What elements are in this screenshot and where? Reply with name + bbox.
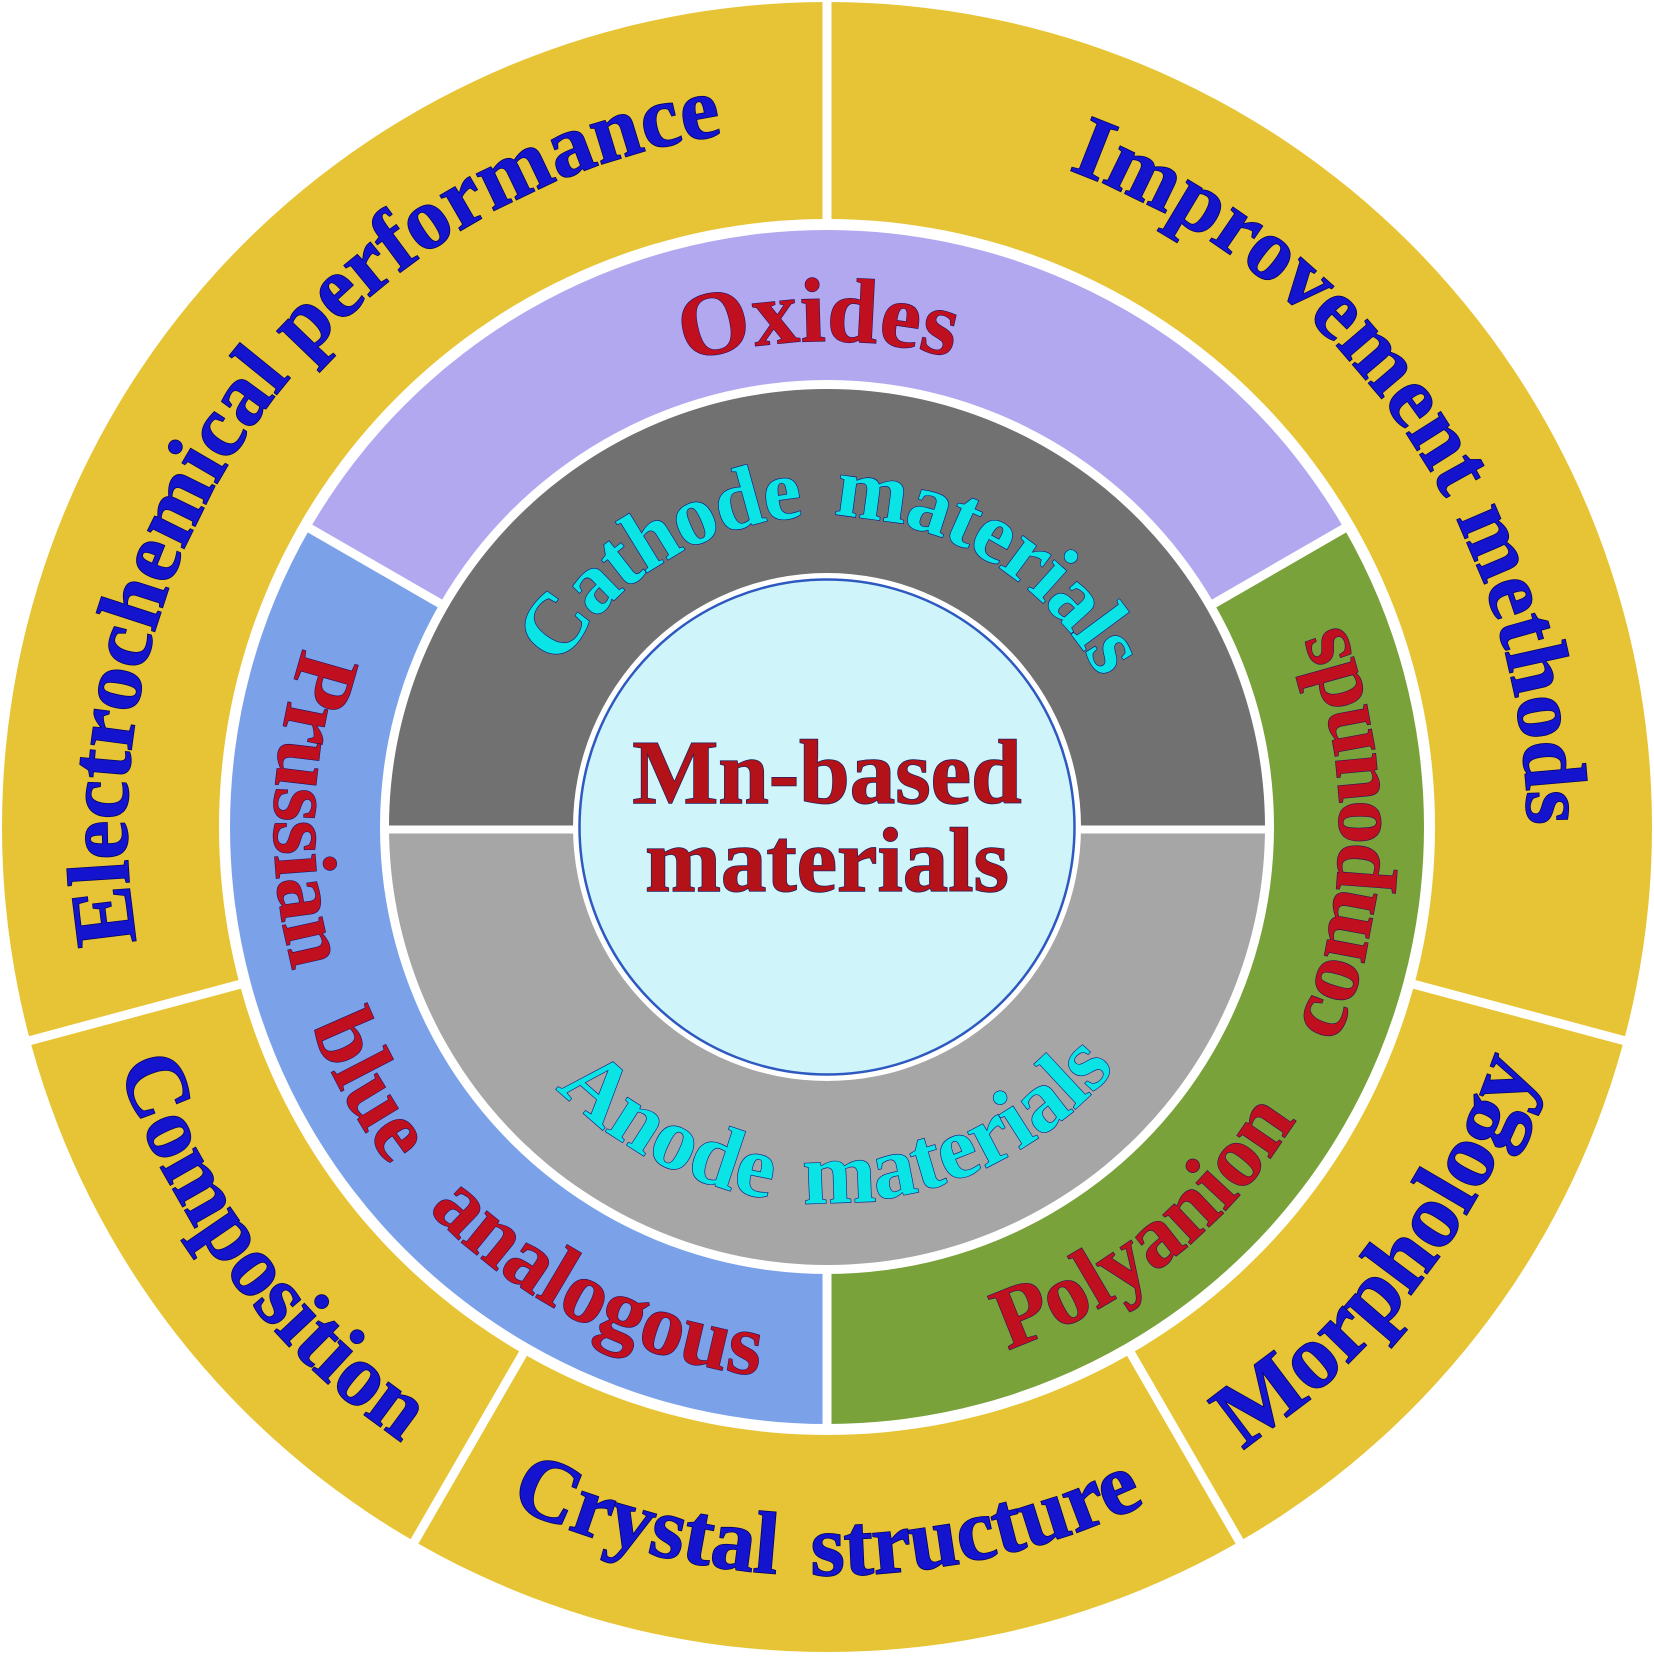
svg-text:Mn-based: Mn-based [632, 722, 1021, 823]
svg-text:Oxides: Oxides [668, 259, 971, 381]
svg-text:materials: materials [645, 810, 1009, 911]
